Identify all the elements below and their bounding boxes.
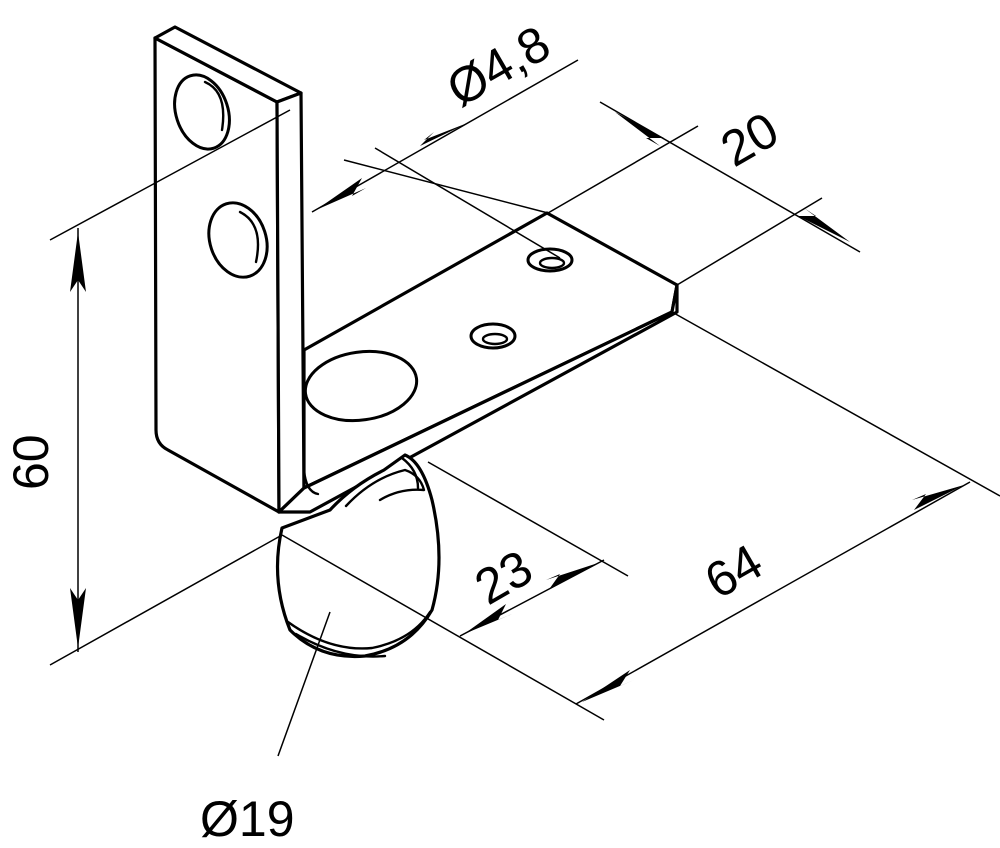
- mounting-hole-top: [173, 73, 231, 151]
- extension-line: [49, 109, 291, 241]
- foot-top-ring: [400, 456, 420, 490]
- pin-hole-rear-inner: [538, 256, 566, 270]
- dimension-base-length: 64: [575, 311, 1000, 705]
- extension-line: [49, 534, 283, 666]
- dimension-foot-height: 23: [281, 461, 629, 721]
- arrow-head: [316, 178, 366, 210]
- pin-hole-front-inner: [481, 332, 509, 346]
- extension-line: [599, 101, 861, 253]
- vertical-plate-side: [275, 91, 306, 514]
- extension-line: [427, 461, 629, 577]
- dimension-line: [547, 125, 699, 214]
- arrow-head: [798, 208, 850, 242]
- foot-body: [275, 453, 441, 659]
- extension-line: [281, 534, 605, 721]
- extension-line: [374, 147, 561, 259]
- leader-line: [277, 611, 331, 757]
- vertical-plate-face: [153, 36, 281, 514]
- mounting-hole-top-bore: [203, 80, 225, 132]
- extension-line: [671, 311, 1000, 497]
- dimension-height: 60: [3, 109, 291, 666]
- dimension-label-pin-hole: Ø4,8: [438, 15, 560, 118]
- base-plate-bottom-edge: [277, 310, 679, 514]
- l-bracket: [153, 25, 679, 514]
- arrow-head: [615, 112, 664, 146]
- dimension-line: [575, 481, 971, 705]
- dimension-foot-diameter: Ø19: [200, 611, 331, 847]
- arrow-head: [420, 122, 470, 146]
- extension-line: [343, 159, 549, 214]
- arrow-head: [582, 670, 634, 702]
- arrow-head: [70, 232, 86, 292]
- arrow-head: [464, 604, 512, 634]
- bend-inner-edge: [302, 468, 320, 496]
- mounting-hole-bottom-bore: [238, 210, 260, 264]
- dimension-label-foot-diameter: Ø19: [200, 791, 295, 847]
- foot-ring-inner: [294, 632, 387, 658]
- dimension-label-width: 20: [712, 101, 788, 177]
- arrow-head: [70, 588, 86, 648]
- arrow-head: [912, 485, 964, 510]
- pivot-foot: [275, 453, 441, 659]
- dimension-label-height: 60: [3, 434, 59, 490]
- foot-ring: [286, 610, 432, 650]
- dimension-label-length: 64: [696, 533, 772, 609]
- foot-mount-hole: [303, 349, 419, 423]
- extension-line: [676, 197, 823, 286]
- arrow-head: [546, 563, 598, 588]
- dimension-label-foot: 23: [466, 539, 542, 615]
